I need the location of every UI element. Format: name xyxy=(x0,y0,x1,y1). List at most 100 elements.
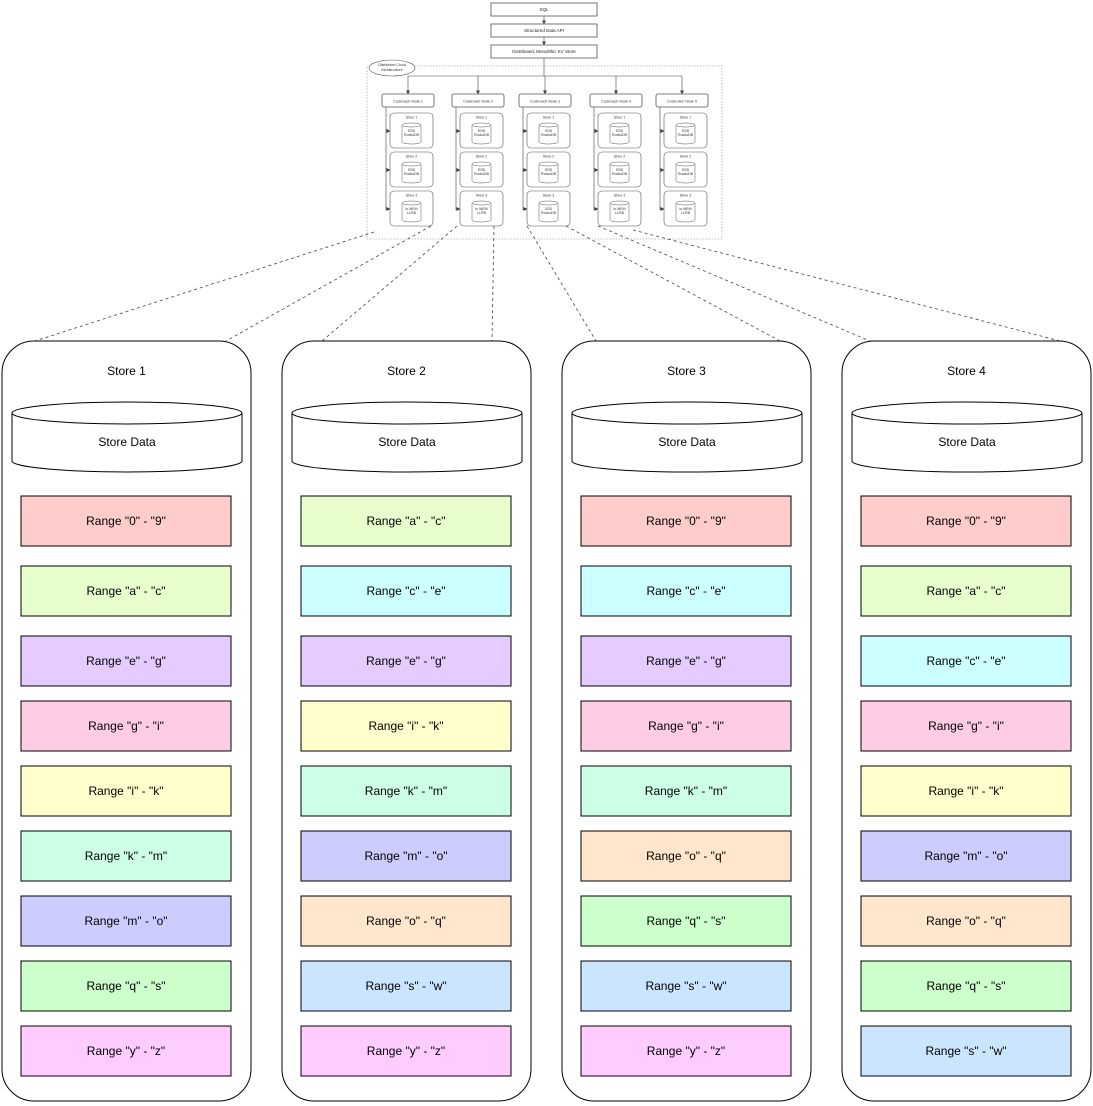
store-data-cylinder: Store Data xyxy=(571,401,803,473)
store-connector-line xyxy=(225,225,432,342)
range-label: Range "c" - "e" xyxy=(366,584,445,598)
range-label: Range "i" - "k" xyxy=(368,719,443,733)
database-icon xyxy=(538,125,559,145)
range-box: Range "s" - "w" xyxy=(580,960,792,1012)
range-box: Range "m" - "o" xyxy=(860,830,1072,882)
range-box: Range "s" - "w" xyxy=(860,1025,1072,1077)
node-store-label: Store 2 xyxy=(476,155,488,159)
range-label: Range "q" - "s" xyxy=(86,979,165,993)
range-box: Range "0" - "9" xyxy=(20,495,232,547)
db-label: RocksDB xyxy=(678,172,694,176)
node-store-label: Store 1 xyxy=(680,116,692,120)
range-label: Range "s" - "w" xyxy=(365,979,446,993)
range-box-rect xyxy=(20,565,232,617)
store-connector-line xyxy=(632,229,1061,342)
range-label: Range "a" - "c" xyxy=(926,584,1005,598)
database-icon xyxy=(401,125,422,145)
store-connector-line xyxy=(565,225,781,342)
range-box-rect xyxy=(580,1025,792,1077)
range-box: Range "q" - "s" xyxy=(20,960,232,1012)
range-box-rect xyxy=(20,1025,232,1077)
range-label: Range "e" - "g" xyxy=(86,654,166,668)
node-label: Cockroach Node 1 xyxy=(393,100,423,104)
range-box: Range "o" - "q" xyxy=(580,830,792,882)
database-icon xyxy=(401,203,422,223)
range-box-rect xyxy=(860,495,1072,547)
stack-box-3: Distributed, Monolithic KV Store xyxy=(490,44,598,59)
db-label: LLRB xyxy=(681,211,691,215)
db-label: RocksDB xyxy=(541,211,557,215)
range-label: Range "k" - "m" xyxy=(365,784,447,798)
node-label: Cockroach Node 5 xyxy=(667,100,697,104)
range-box: Range "e" - "g" xyxy=(300,635,512,687)
database-icon xyxy=(675,125,696,145)
range-box-rect xyxy=(580,830,792,882)
db-label: in MEM xyxy=(475,207,487,211)
range-label: Range "0" - "9" xyxy=(926,514,1006,528)
range-box: Range "0" - "9" xyxy=(860,495,1072,547)
store-connectors xyxy=(34,225,1061,342)
store-connector-line xyxy=(34,231,375,342)
range-box-rect xyxy=(860,700,1072,752)
range-box: Range "a" - "c" xyxy=(860,565,1072,617)
database-icon xyxy=(675,203,696,223)
db-label: RocksDB xyxy=(612,172,628,176)
range-box: Range "c" - "e" xyxy=(300,565,512,617)
node-header xyxy=(589,93,643,108)
database-icon xyxy=(471,164,492,184)
cloud-infrastructure-frame xyxy=(366,65,723,240)
store-connector-line xyxy=(491,225,495,342)
range-box-rect xyxy=(860,895,1072,947)
database-icon xyxy=(609,203,630,223)
db-label: RocksDB xyxy=(541,172,557,176)
range-label: Range "s" - "w" xyxy=(925,1044,1006,1058)
range-label: Range "y" - "z" xyxy=(87,1044,165,1058)
range-box-rect xyxy=(300,960,512,1012)
range-box-rect xyxy=(580,765,792,817)
range-label: Range "q" - "s" xyxy=(926,979,1005,993)
range-box-rect xyxy=(860,960,1072,1012)
range-label: Range "q" - "s" xyxy=(646,914,725,928)
database-icon xyxy=(401,164,422,184)
db-label: LLRB xyxy=(477,211,487,215)
database-icon xyxy=(471,125,492,145)
store-data-cylinder: Store Data xyxy=(851,401,1083,473)
range-box: Range "m" - "o" xyxy=(20,895,232,947)
node-store-label: Store 1 xyxy=(543,116,555,120)
range-box-rect xyxy=(580,565,792,617)
range-box: Range "a" - "c" xyxy=(300,495,512,547)
db-label: SSD xyxy=(545,168,553,172)
node-header xyxy=(381,93,435,108)
range-box: Range "a" - "c" xyxy=(20,565,232,617)
range-label: Range "g" - "i" xyxy=(928,719,1004,733)
range-box-rect xyxy=(860,635,1072,687)
range-label: Range "o" - "q" xyxy=(646,849,726,863)
node-store-label: Store 3 xyxy=(680,194,692,198)
range-box: Range "k" - "m" xyxy=(20,830,232,882)
node-header xyxy=(518,93,572,108)
range-box-rect xyxy=(20,495,232,547)
db-label: RocksDB xyxy=(541,133,557,137)
range-box: Range "y" - "z" xyxy=(300,1025,512,1077)
stack-box-2: Structured Data API xyxy=(490,23,598,38)
stack-box-label: Structured Data API xyxy=(524,28,564,33)
range-box-rect xyxy=(20,960,232,1012)
range-box: Range "i" - "k" xyxy=(860,765,1072,817)
db-label: SSD xyxy=(545,207,553,211)
node-store-label: Store 1 xyxy=(614,116,626,120)
range-box: Range "g" - "i" xyxy=(860,700,1072,752)
range-label: Range "m" - "o" xyxy=(84,914,167,928)
range-label: Range "e" - "g" xyxy=(646,654,726,668)
